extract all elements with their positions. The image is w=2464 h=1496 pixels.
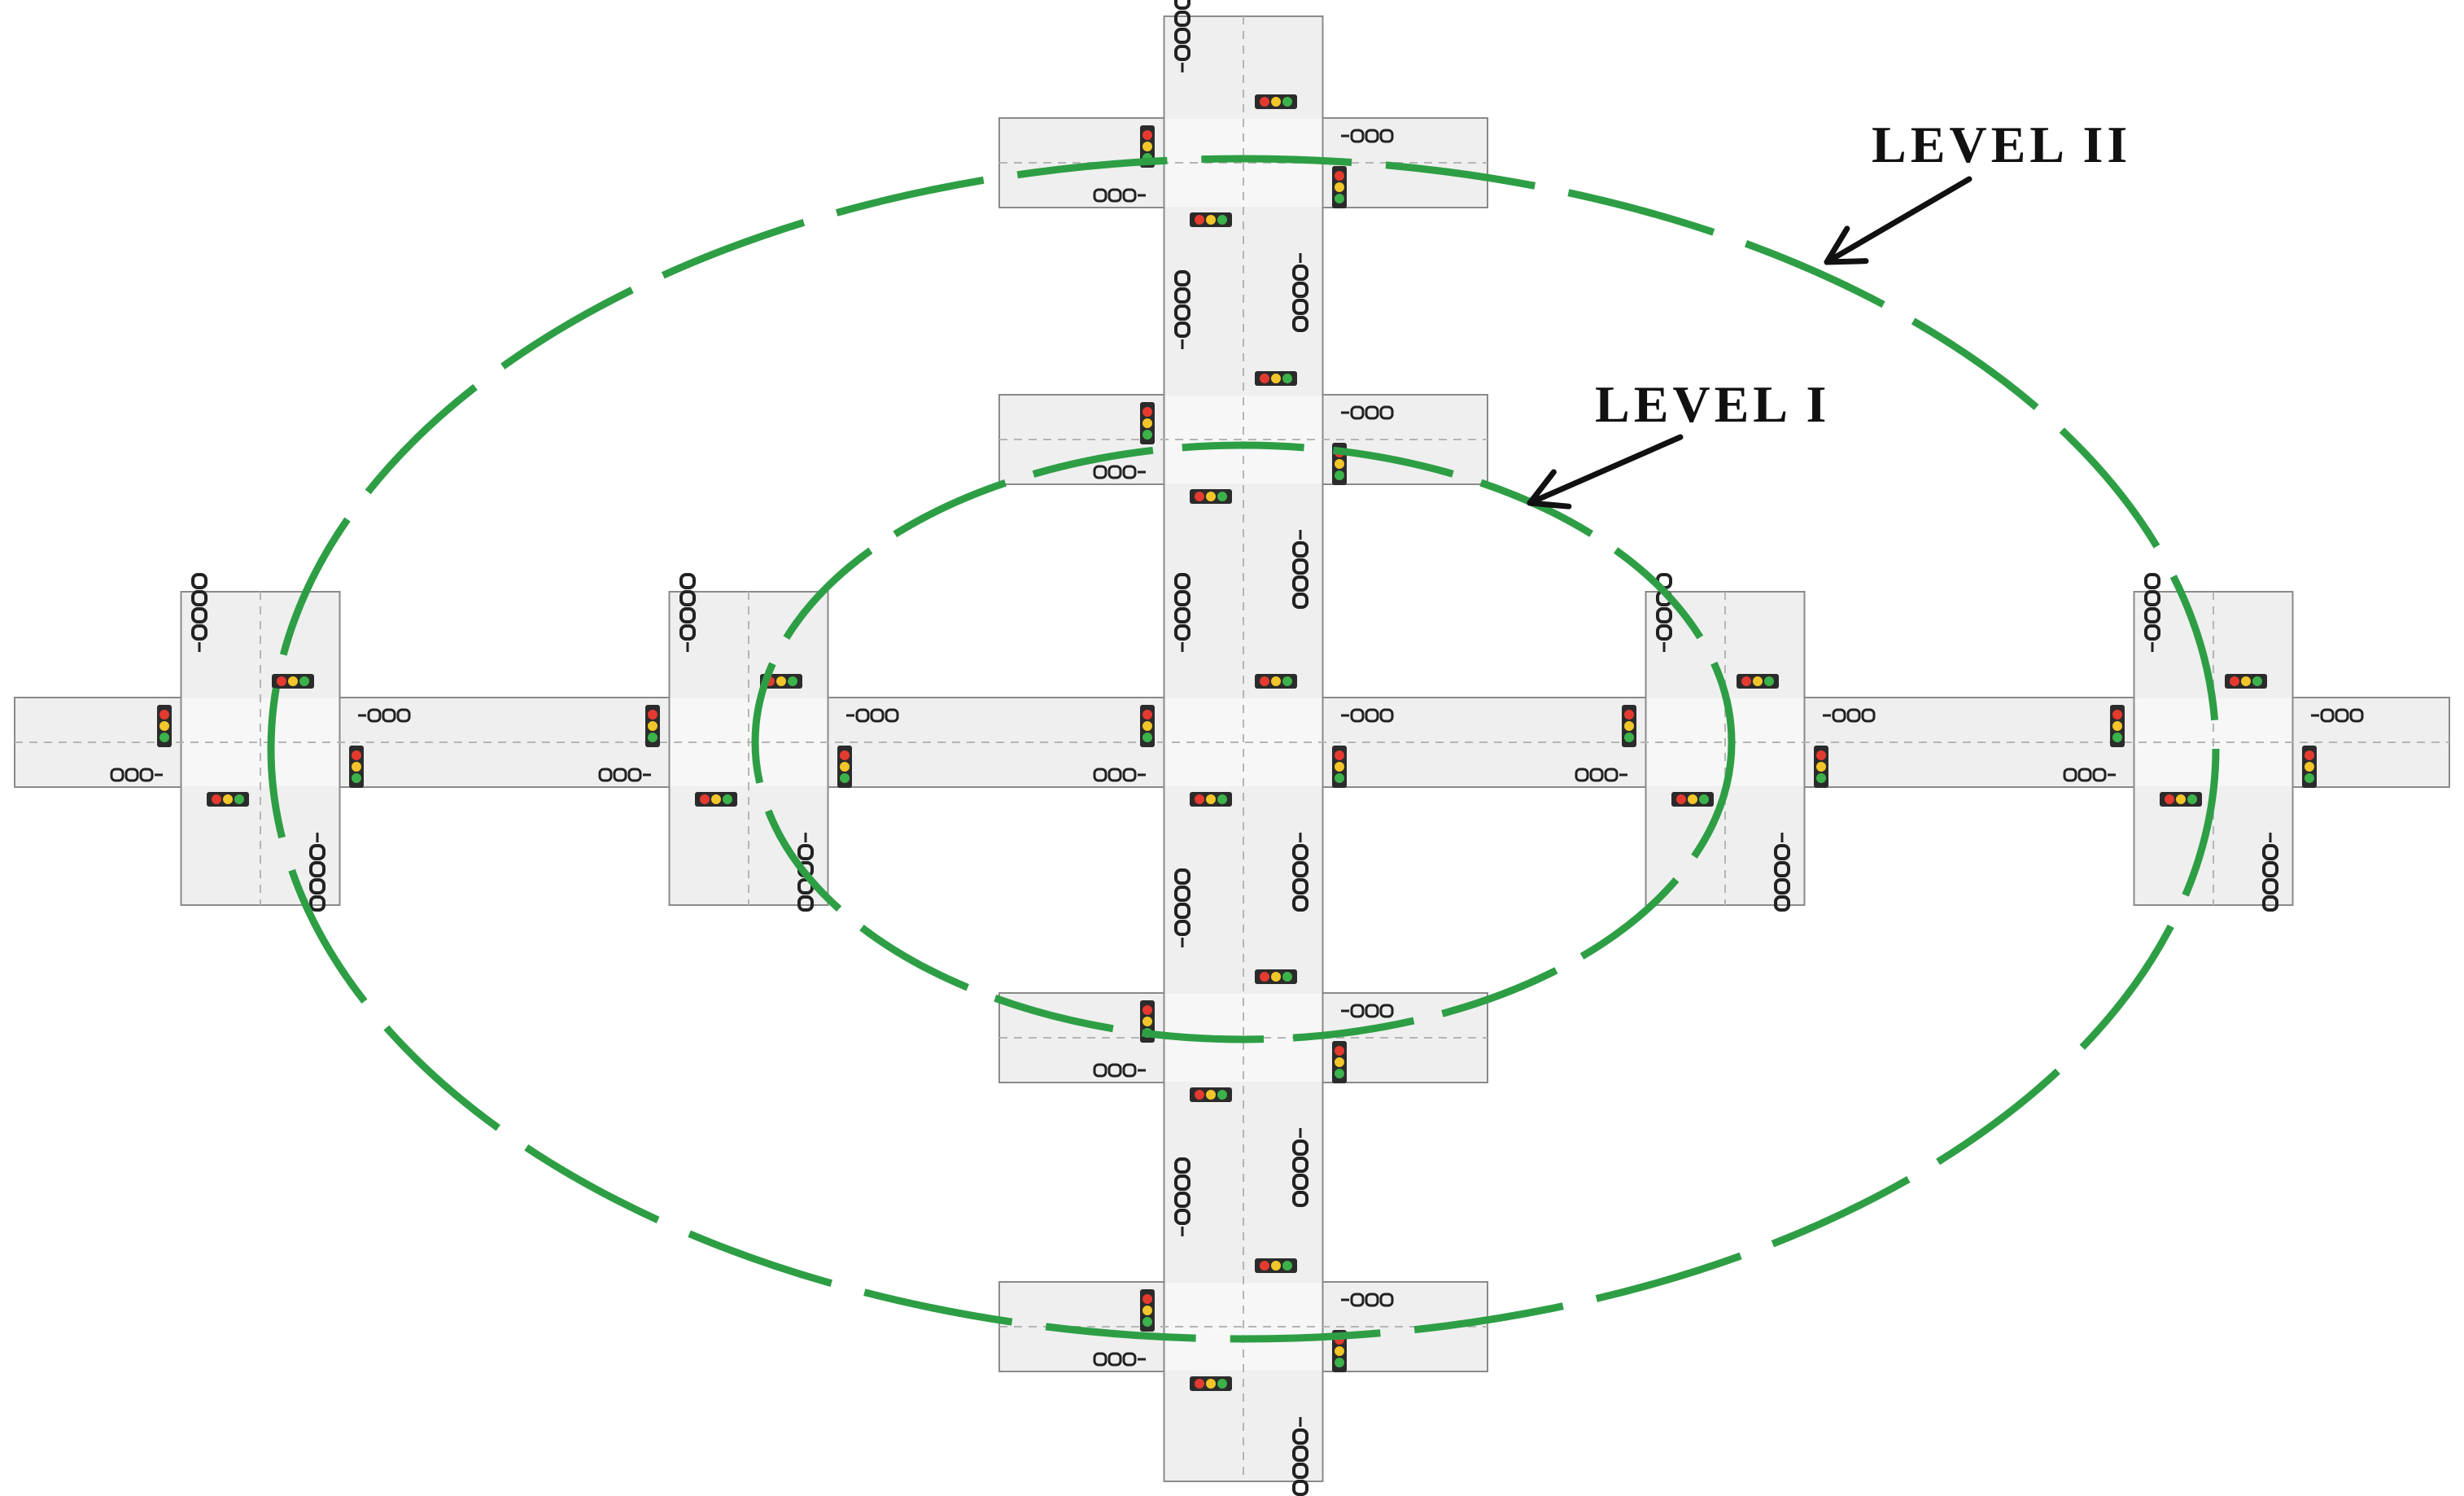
level-1-label: LEVEL I [1595, 375, 1831, 433]
vehicle-queue-icon [1093, 1063, 1146, 1078]
vehicle-queue-icon [191, 573, 208, 652]
level-2-ring [267, 155, 2220, 1343]
traffic-light-icon [1332, 746, 1347, 788]
traffic-light-icon [272, 674, 314, 689]
vehicle-queue-icon [1174, 0, 1190, 72]
traffic-light-icon [1190, 1376, 1232, 1391]
traffic-light-icon [1140, 705, 1155, 747]
arrow-icon [1824, 176, 1973, 265]
vehicle-queue-icon [1341, 129, 1394, 143]
vehicle-queue-icon [2311, 708, 2364, 723]
vehicle-queue-icon [679, 573, 696, 652]
traffic-light-icon [1255, 969, 1297, 984]
level-1-ring [751, 441, 1736, 1043]
vehicle-queue-icon [1292, 833, 1308, 912]
traffic-light-icon [645, 705, 660, 747]
vehicle-queue-icon [1341, 1293, 1394, 1307]
traffic-light-icon [157, 705, 172, 747]
traffic-light-icon [2302, 746, 2317, 788]
vehicle-queue-icon [1174, 573, 1190, 652]
vehicle-queue-icon [598, 768, 651, 782]
traffic-light-icon [1140, 1289, 1155, 1332]
traffic-light-icon [1622, 705, 1636, 747]
traffic-light-icon [1255, 674, 1297, 689]
traffic-light-icon [1190, 1087, 1232, 1102]
coordination-rings [267, 155, 2220, 1343]
traffic-light-icon [1332, 166, 1347, 208]
traffic-light-icon [349, 746, 364, 788]
traffic-light-icon [1671, 792, 1714, 807]
vehicle-queue-icon [1823, 708, 1876, 723]
vehicle-queue-icon [1774, 833, 1790, 912]
vehicle-queue-icon [2262, 833, 2278, 912]
traffic-light-icon [2110, 705, 2125, 747]
vehicle-queues [110, 0, 2364, 1496]
traffic-light-icon [1190, 792, 1232, 807]
arrow-icon [1527, 434, 1684, 510]
traffic-light-icon [1140, 402, 1155, 444]
level-2-label: LEVEL II [1872, 116, 2132, 173]
vehicle-queue-icon [309, 833, 325, 912]
vehicle-queue-icon [2144, 573, 2160, 652]
traffic-light-icon [1332, 1041, 1347, 1083]
vehicle-queue-icon [1174, 270, 1190, 349]
traffic-signals [157, 94, 2317, 1391]
vehicle-queue-icon [1292, 1128, 1308, 1207]
vehicle-queue-icon [1575, 768, 1627, 782]
traffic-light-icon [1190, 489, 1232, 504]
vehicle-queue-icon [846, 708, 899, 723]
vehicle-queue-icon [110, 768, 163, 782]
vehicle-queue-icon [358, 708, 411, 723]
traffic-light-icon [1737, 674, 1779, 689]
vehicle-queue-icon [1292, 1417, 1308, 1496]
vehicle-queue-icon [1093, 768, 1146, 782]
vehicle-queue-icon [1174, 868, 1190, 947]
traffic-light-icon [1255, 94, 1297, 109]
vehicle-queue-icon [1093, 188, 1146, 203]
lane-markings [15, 16, 2449, 1481]
traffic-light-icon [207, 792, 249, 807]
vehicle-queue-icon [2063, 768, 2116, 782]
traffic-light-icon [695, 792, 737, 807]
traffic-light-icon [2160, 792, 2202, 807]
traffic-light-icon [1255, 1258, 1297, 1273]
vehicle-queue-icon [1174, 1157, 1190, 1236]
vehicle-queue-icon [1093, 465, 1146, 479]
vehicle-queue-icon [1292, 530, 1308, 609]
traffic-light-icon [1814, 746, 1828, 788]
label-arrows [1527, 176, 1973, 510]
vehicle-queue-icon [1292, 253, 1308, 332]
vehicle-queue-icon [1093, 1352, 1146, 1367]
traffic-light-icon [1332, 1330, 1347, 1372]
vehicle-queue-icon [1341, 405, 1394, 420]
traffic-light-icon [837, 746, 852, 788]
traffic-light-icon [2225, 674, 2267, 689]
traffic-light-icon [1255, 371, 1297, 386]
vehicle-queue-icon [1341, 1004, 1394, 1018]
traffic-light-icon [1190, 212, 1232, 227]
vehicle-queue-icon [1341, 708, 1394, 723]
